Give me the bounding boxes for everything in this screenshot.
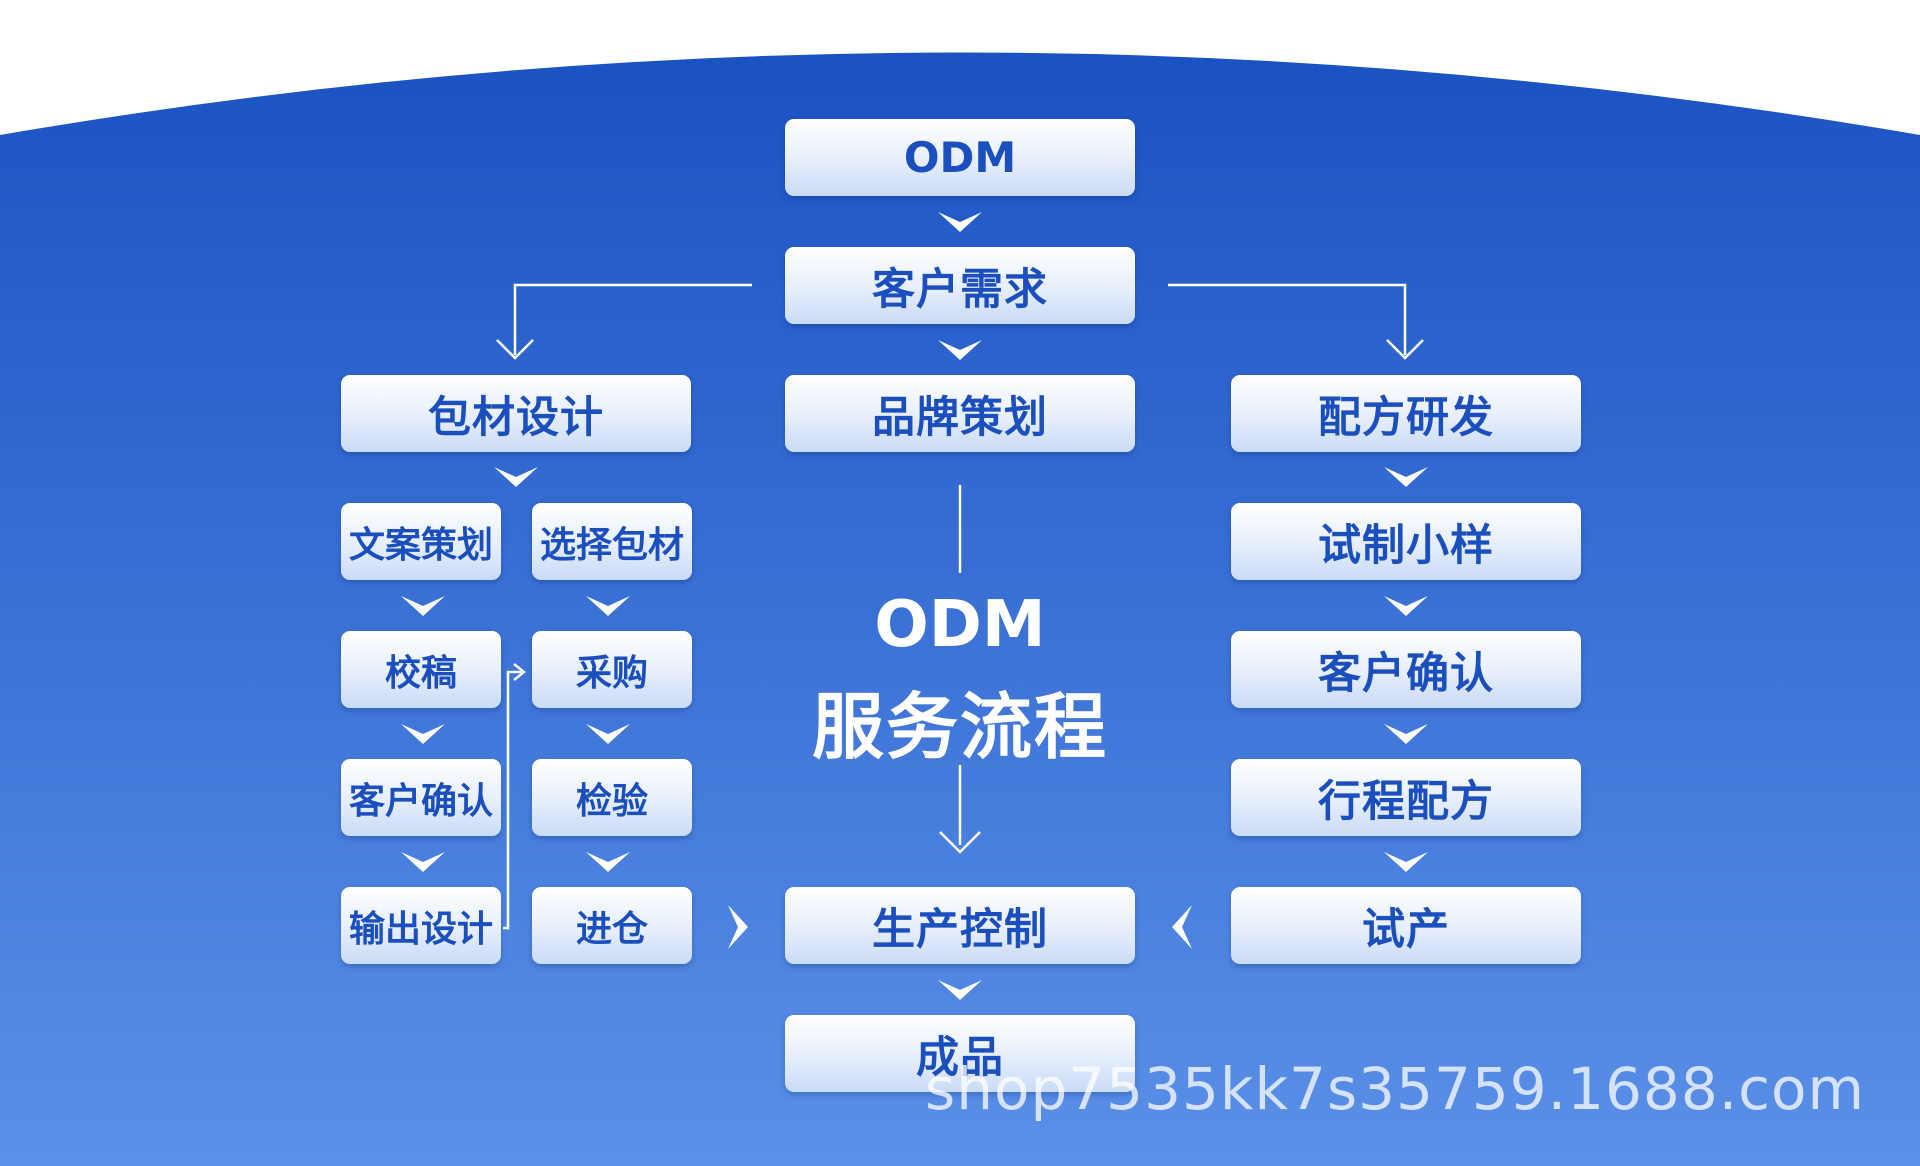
node-formula-rd: 配方研发 [1231,375,1581,452]
node-warehousing: 进仓 [532,887,692,964]
chevron-formula [1384,467,1428,487]
arrowhead-loop [513,663,527,681]
node-proofreading: 校稿 [341,631,501,708]
branch-line-left [513,283,752,355]
arrowhead-center [939,831,981,854]
center-title-line1: ODM [874,588,1046,662]
node-inspection: 检验 [532,759,692,836]
branch-line-right [1168,283,1407,355]
chevron-trial-sample [1384,596,1428,616]
node-select-materials: 选择包材 [532,503,692,580]
node-process-formula: 行程配方 [1231,759,1581,836]
chevron-left-to-production [1172,905,1192,949]
chevron-inspect [586,852,630,872]
chevron-confirm-right [1384,724,1428,744]
chevron-select [586,596,630,616]
chevron-demand [938,340,982,360]
node-customer-confirm-left: 客户确认 [341,759,501,836]
chevron-packaging [494,467,538,487]
node-output-design: 输出设计 [341,887,501,964]
watermark: shop7535kk7s35759.1688.com [925,1055,1866,1123]
node-customer-demand: 客户需求 [785,247,1135,324]
loop-line [503,670,522,930]
chevron-proof [401,724,445,744]
node-copywriting: 文案策划 [341,503,501,580]
node-odm: ODM [785,119,1135,196]
chevron-right-to-production [728,905,748,949]
node-packaging-design: 包材设计 [341,375,691,452]
arrowhead-right-branch [1386,339,1424,360]
node-customer-confirm-right: 客户确认 [1231,631,1581,708]
chevron-production [938,980,982,1000]
chevron-odm [938,212,982,232]
node-finished-product: 成品 [785,1015,1135,1092]
node-production-control: 生产控制 [785,887,1135,964]
node-trial-sample: 试制小样 [1231,503,1581,580]
chevron-confirm-left [401,852,445,872]
arrowhead-left-branch [496,339,534,360]
node-trial-production: 试产 [1231,887,1581,964]
chevron-copy [401,596,445,616]
chevron-process [1384,852,1428,872]
node-purchasing: 采购 [532,631,692,708]
center-title-line2: 服务流程 [811,685,1108,769]
node-brand-planning: 品牌策划 [785,375,1135,452]
chevron-purchase [586,724,630,744]
